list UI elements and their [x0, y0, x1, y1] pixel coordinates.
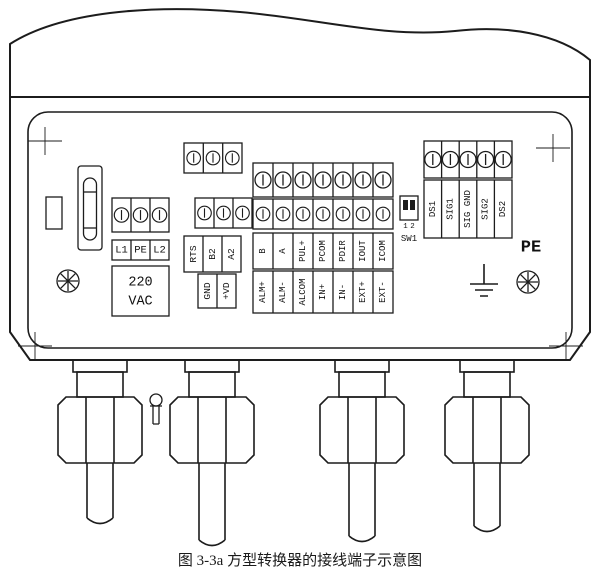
terminal-label-in-minus: IN-	[338, 284, 348, 300]
terminal-label-a2: A2	[226, 248, 237, 260]
terminal-label-vd: +VD	[221, 282, 232, 299]
dip-switch-label: SW1	[401, 234, 417, 244]
terminal-label-ext-minus: EXT-	[378, 281, 388, 303]
cable-4	[473, 463, 501, 533]
terminal-label-l1: L1	[115, 245, 128, 257]
io-labels-row-1: B A PUL+ PCOM PDIR IOUT ICOM	[252, 232, 394, 270]
dip-position-2: 2	[410, 223, 415, 231]
signal-terminal-block	[423, 140, 513, 179]
cable-3	[348, 463, 376, 543]
mounting-panel	[27, 111, 573, 349]
terminal-label-alcom: ALCOM	[298, 278, 308, 305]
terminal-label-in-plus: IN+	[318, 284, 328, 300]
power-terminal-labels: L1 PE L2	[111, 239, 170, 261]
comm-aux-labels: GND +VD	[197, 273, 237, 309]
cable-2	[198, 463, 226, 547]
cable-1	[86, 463, 114, 525]
gland-bolt	[149, 393, 163, 425]
power-terminal-block	[111, 197, 170, 233]
figure-caption: 图 3-3a 方型转换器的接线端子示意图	[177, 553, 423, 569]
io-terminal-row-1	[252, 162, 394, 198]
housing-outline	[9, 8, 591, 361]
terminal-label-b: B	[258, 248, 268, 254]
signal-terminal-labels: DS1 SIG1 SIG GND SIG2 DS2	[423, 179, 513, 239]
terminal-label-pe: PE	[134, 245, 147, 257]
dip-position-1: 1	[403, 223, 408, 231]
io-terminal-row-2	[252, 198, 394, 230]
power-rating-voltage: 220	[128, 276, 152, 291]
cable-gland-2	[169, 359, 255, 547]
terminal-label-sig2: SIG2	[481, 198, 491, 220]
terminal-label-pcom: PCOM	[318, 240, 328, 262]
cable-gland-4	[444, 359, 530, 533]
terminal-label-b2: B2	[207, 248, 218, 260]
terminal-label-alm-plus: ALM+	[258, 281, 268, 303]
power-rating-unit: VAC	[128, 295, 152, 310]
terminal-label-gnd: GND	[202, 282, 213, 299]
terminal-label-ds1: DS1	[428, 201, 438, 217]
terminal-label-sig1: SIG1	[445, 198, 455, 220]
pe-label: PE	[521, 239, 541, 258]
comm-terminal-block-lower	[194, 197, 253, 229]
comm-terminal-block-upper	[183, 142, 243, 174]
cable-gland-1	[57, 359, 143, 525]
terminal-label-pdir: PDIR	[338, 240, 348, 262]
terminal-label-sig-gnd: SIG GND	[463, 190, 473, 228]
io-labels-row-2: ALM+ ALM- ALCOM IN+ IN- EXT+ EXT-	[252, 270, 394, 314]
terminal-label-alm-minus: ALM-	[278, 281, 288, 303]
terminal-label-ds2: DS2	[498, 201, 508, 217]
cable-gland-3	[319, 359, 405, 543]
comm-terminal-labels: RTS B2 A2	[183, 235, 242, 273]
terminal-label-a: A	[278, 248, 288, 254]
terminal-label-iout: IOUT	[358, 240, 368, 262]
terminal-label-l2: L2	[153, 245, 166, 257]
terminal-label-ext-plus: EXT+	[358, 281, 368, 303]
terminal-label-rts: RTS	[188, 245, 199, 262]
fuse-holder	[45, 165, 103, 251]
terminal-label-pul: PUL+	[298, 240, 308, 262]
power-rating-box: 220 VAC	[111, 265, 170, 317]
dip-switch-sw1: 1 2 SW1	[399, 195, 419, 244]
ground-symbol-icon	[470, 264, 498, 297]
terminal-label-icom: ICOM	[378, 240, 388, 262]
